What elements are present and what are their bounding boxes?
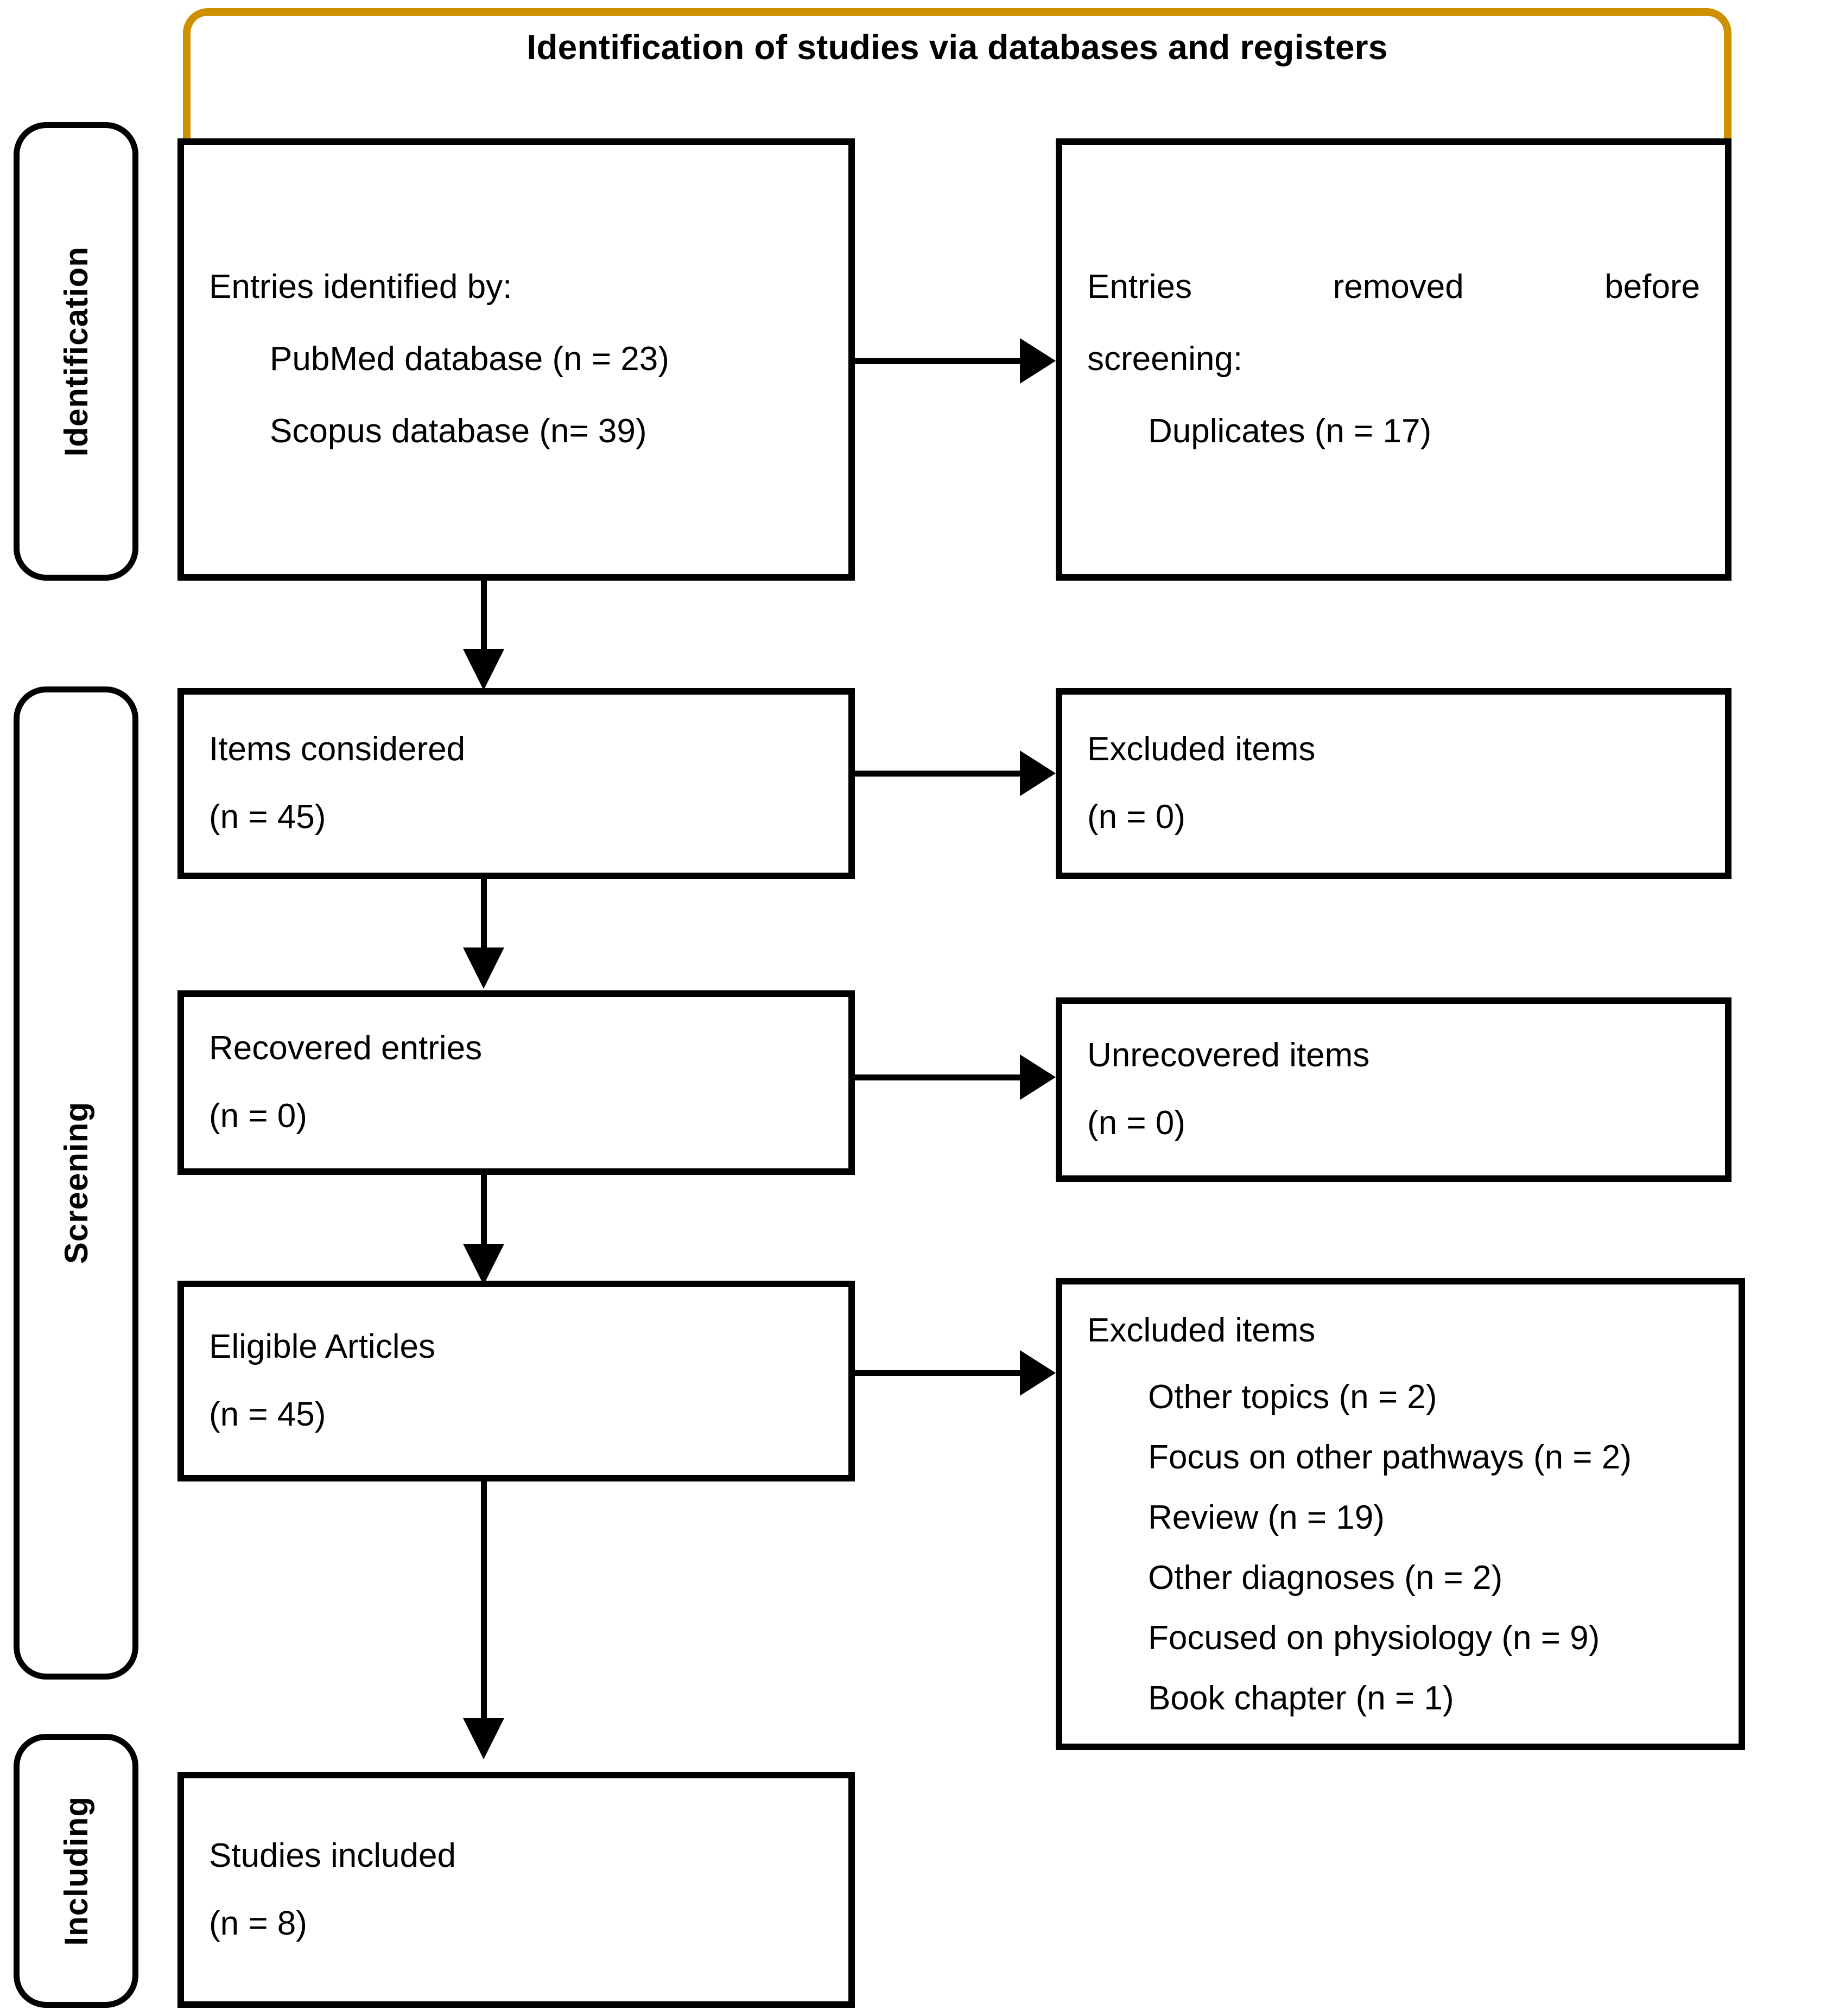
box-eligible-articles: Eligible Articles (n = 45) [177, 1281, 855, 1481]
box-recovered-entries: Recovered entries (n = 0) [177, 990, 855, 1175]
studies-included-count: (n = 8) [209, 1904, 307, 1942]
items-considered-title: Items considered [209, 730, 466, 768]
stage-identification-label: Identification [58, 246, 94, 457]
box-unrecovered-items: Unrecovered items (n = 0) [1056, 997, 1731, 1182]
unrecovered-items-title: Unrecovered items [1087, 1036, 1370, 1074]
studies-included-title: Studies included [209, 1836, 456, 1874]
stage-including-label: Including [58, 1796, 94, 1946]
arrow-considered-to-excluded [1020, 751, 1056, 796]
exclusion-reason-other-diagnoses: Other diagnoses (n = 2) [1148, 1559, 1503, 1597]
connector-line-eligible-to-included [481, 1481, 487, 1720]
entries-identified-title: Entries identified by: [209, 268, 512, 306]
connector-line-identified-to-considered [481, 581, 487, 654]
diagram-header-band: Identification of studies via databases … [183, 8, 1731, 141]
arrow-identified-to-considered [463, 649, 504, 690]
box-items-considered: Items considered (n = 45) [177, 688, 855, 879]
items-considered-count: (n = 45) [209, 798, 326, 836]
exclusion-reason-review: Review (n = 19) [1148, 1498, 1385, 1536]
arrow-eligible-to-excluded [1020, 1350, 1056, 1396]
excluded-items-screening-count: (n = 0) [1087, 798, 1185, 836]
exclusion-reason-book-chapter: Book chapter (n = 1) [1148, 1679, 1454, 1717]
eligible-articles-count: (n = 45) [209, 1396, 326, 1433]
connector-line-recovered-to-eligible [481, 1175, 487, 1247]
exclusion-reason-other-pathways: Focus on other pathways (n = 2) [1148, 1438, 1632, 1476]
connector-line-identified-to-removed [855, 358, 1022, 364]
exclusion-reason-physiology: Focused on physiology (n = 9) [1148, 1619, 1600, 1657]
entries-identified-item-scopus: Scopus database (n= 39) [270, 412, 647, 450]
connector-line-eligible-to-excluded [855, 1370, 1022, 1376]
exclusion-reason-other-topics: Other topics (n = 2) [1148, 1378, 1437, 1416]
connector-line-recovered-to-unrecovered [855, 1074, 1022, 1080]
arrow-recovered-to-unrecovered [1020, 1054, 1056, 1100]
excluded-items-eligibility-title: Excluded items [1087, 1312, 1316, 1349]
excluded-items-screening-title: Excluded items [1087, 730, 1316, 768]
entries-removed-title-line1: Entries removed before [1087, 268, 1700, 306]
arrow-considered-to-recovered [463, 947, 504, 989]
stage-identification: Identification [14, 122, 138, 581]
arrow-eligible-to-included [463, 1718, 504, 1759]
entries-removed-title-line2: screening: [1087, 340, 1243, 378]
box-studies-included: Studies included (n = 8) [177, 1772, 855, 2008]
stage-screening: Screening [14, 686, 138, 1680]
box-entries-removed-before-screening: Entries removed before screening: Duplic… [1056, 138, 1731, 581]
arrow-identified-to-removed [1020, 338, 1056, 384]
unrecovered-items-count: (n = 0) [1087, 1104, 1185, 1142]
recovered-entries-count: (n = 0) [209, 1097, 307, 1135]
entries-identified-item-pubmed: PubMed database (n = 23) [270, 340, 669, 378]
box-excluded-items-screening: Excluded items (n = 0) [1056, 688, 1731, 879]
box-entries-identified: Entries identified by: PubMed database (… [177, 138, 855, 581]
stage-including: Including [14, 1734, 138, 2008]
eligible-articles-title: Eligible Articles [209, 1328, 435, 1366]
stage-screening-label: Screening [58, 1102, 94, 1264]
connector-line-considered-to-excluded [855, 771, 1022, 777]
connector-line-considered-to-recovered [481, 879, 487, 950]
recovered-entries-title: Recovered entries [209, 1029, 483, 1067]
box-excluded-items-eligibility: Excluded items Other topics (n = 2) Focu… [1056, 1278, 1745, 1750]
arrow-recovered-to-eligible [463, 1244, 504, 1285]
page-title: Identification of studies via databases … [527, 28, 1388, 67]
entries-removed-item-duplicates: Duplicates (n = 17) [1148, 412, 1432, 450]
